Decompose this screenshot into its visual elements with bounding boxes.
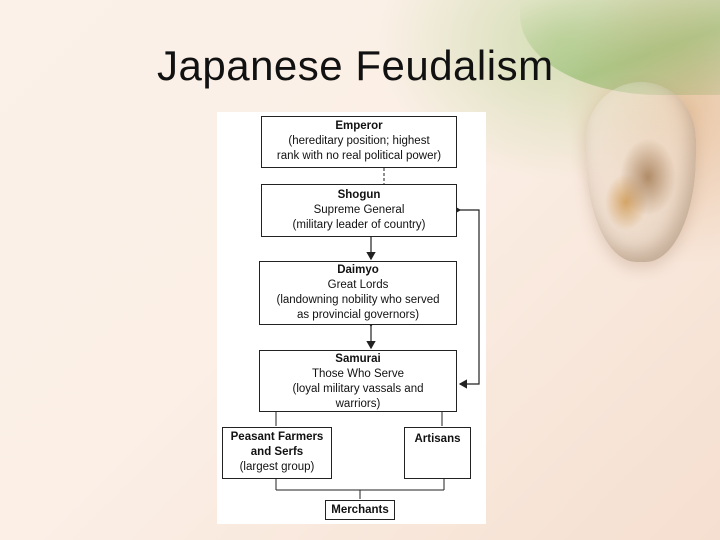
- artisans-box: Artisans: [404, 427, 471, 479]
- slide-title: Japanese Feudalism: [157, 42, 554, 89]
- daimyo-line: (landowning nobility who served: [276, 294, 440, 306]
- shogun-box: Shogun Supreme General (military leader …: [261, 184, 457, 237]
- samurai-line: (loyal military vassals and: [292, 383, 424, 395]
- daimyo-title: Daimyo: [337, 264, 379, 276]
- emperor-line: rank with no real political power): [276, 150, 442, 162]
- merchants-box: Merchants: [325, 500, 395, 520]
- feudal-hierarchy-diagram: Emperor (hereditary position; highest ra…: [217, 112, 486, 524]
- peasants-title: Peasant Farmers: [230, 431, 324, 443]
- artisans-title: Artisans: [414, 433, 461, 445]
- peasants-box: Peasant Farmers and Serfs (largest group…: [222, 427, 332, 479]
- samurai-line: warriors): [335, 398, 381, 410]
- daimyo-box: Daimyo Great Lords (landowning nobility …: [259, 261, 457, 325]
- daimyo-line: Great Lords: [327, 279, 389, 291]
- shogun-line: (military leader of country): [292, 219, 426, 231]
- shogun-line: Supreme General: [313, 204, 405, 216]
- emperor-line: (hereditary position; highest: [288, 135, 430, 147]
- daimyo-line: as provincial governors): [296, 309, 420, 321]
- shogun-samurai-loop: [452, 205, 480, 389]
- samurai-line: Those Who Serve: [311, 368, 405, 380]
- connector-lines: [275, 168, 480, 499]
- peasants-line: (largest group): [239, 461, 315, 473]
- emperor-box: Emperor (hereditary position; highest ra…: [261, 116, 457, 168]
- merchants-title: Merchants: [331, 504, 389, 516]
- peasants-title: and Serfs: [250, 446, 304, 458]
- samurai-title: Samurai: [335, 353, 381, 365]
- emperor-title: Emperor: [335, 120, 383, 132]
- shogun-title: Shogun: [337, 189, 381, 201]
- samurai-box: Samurai Those Who Serve (loyal military …: [259, 350, 457, 412]
- water-drop-image: [586, 82, 696, 262]
